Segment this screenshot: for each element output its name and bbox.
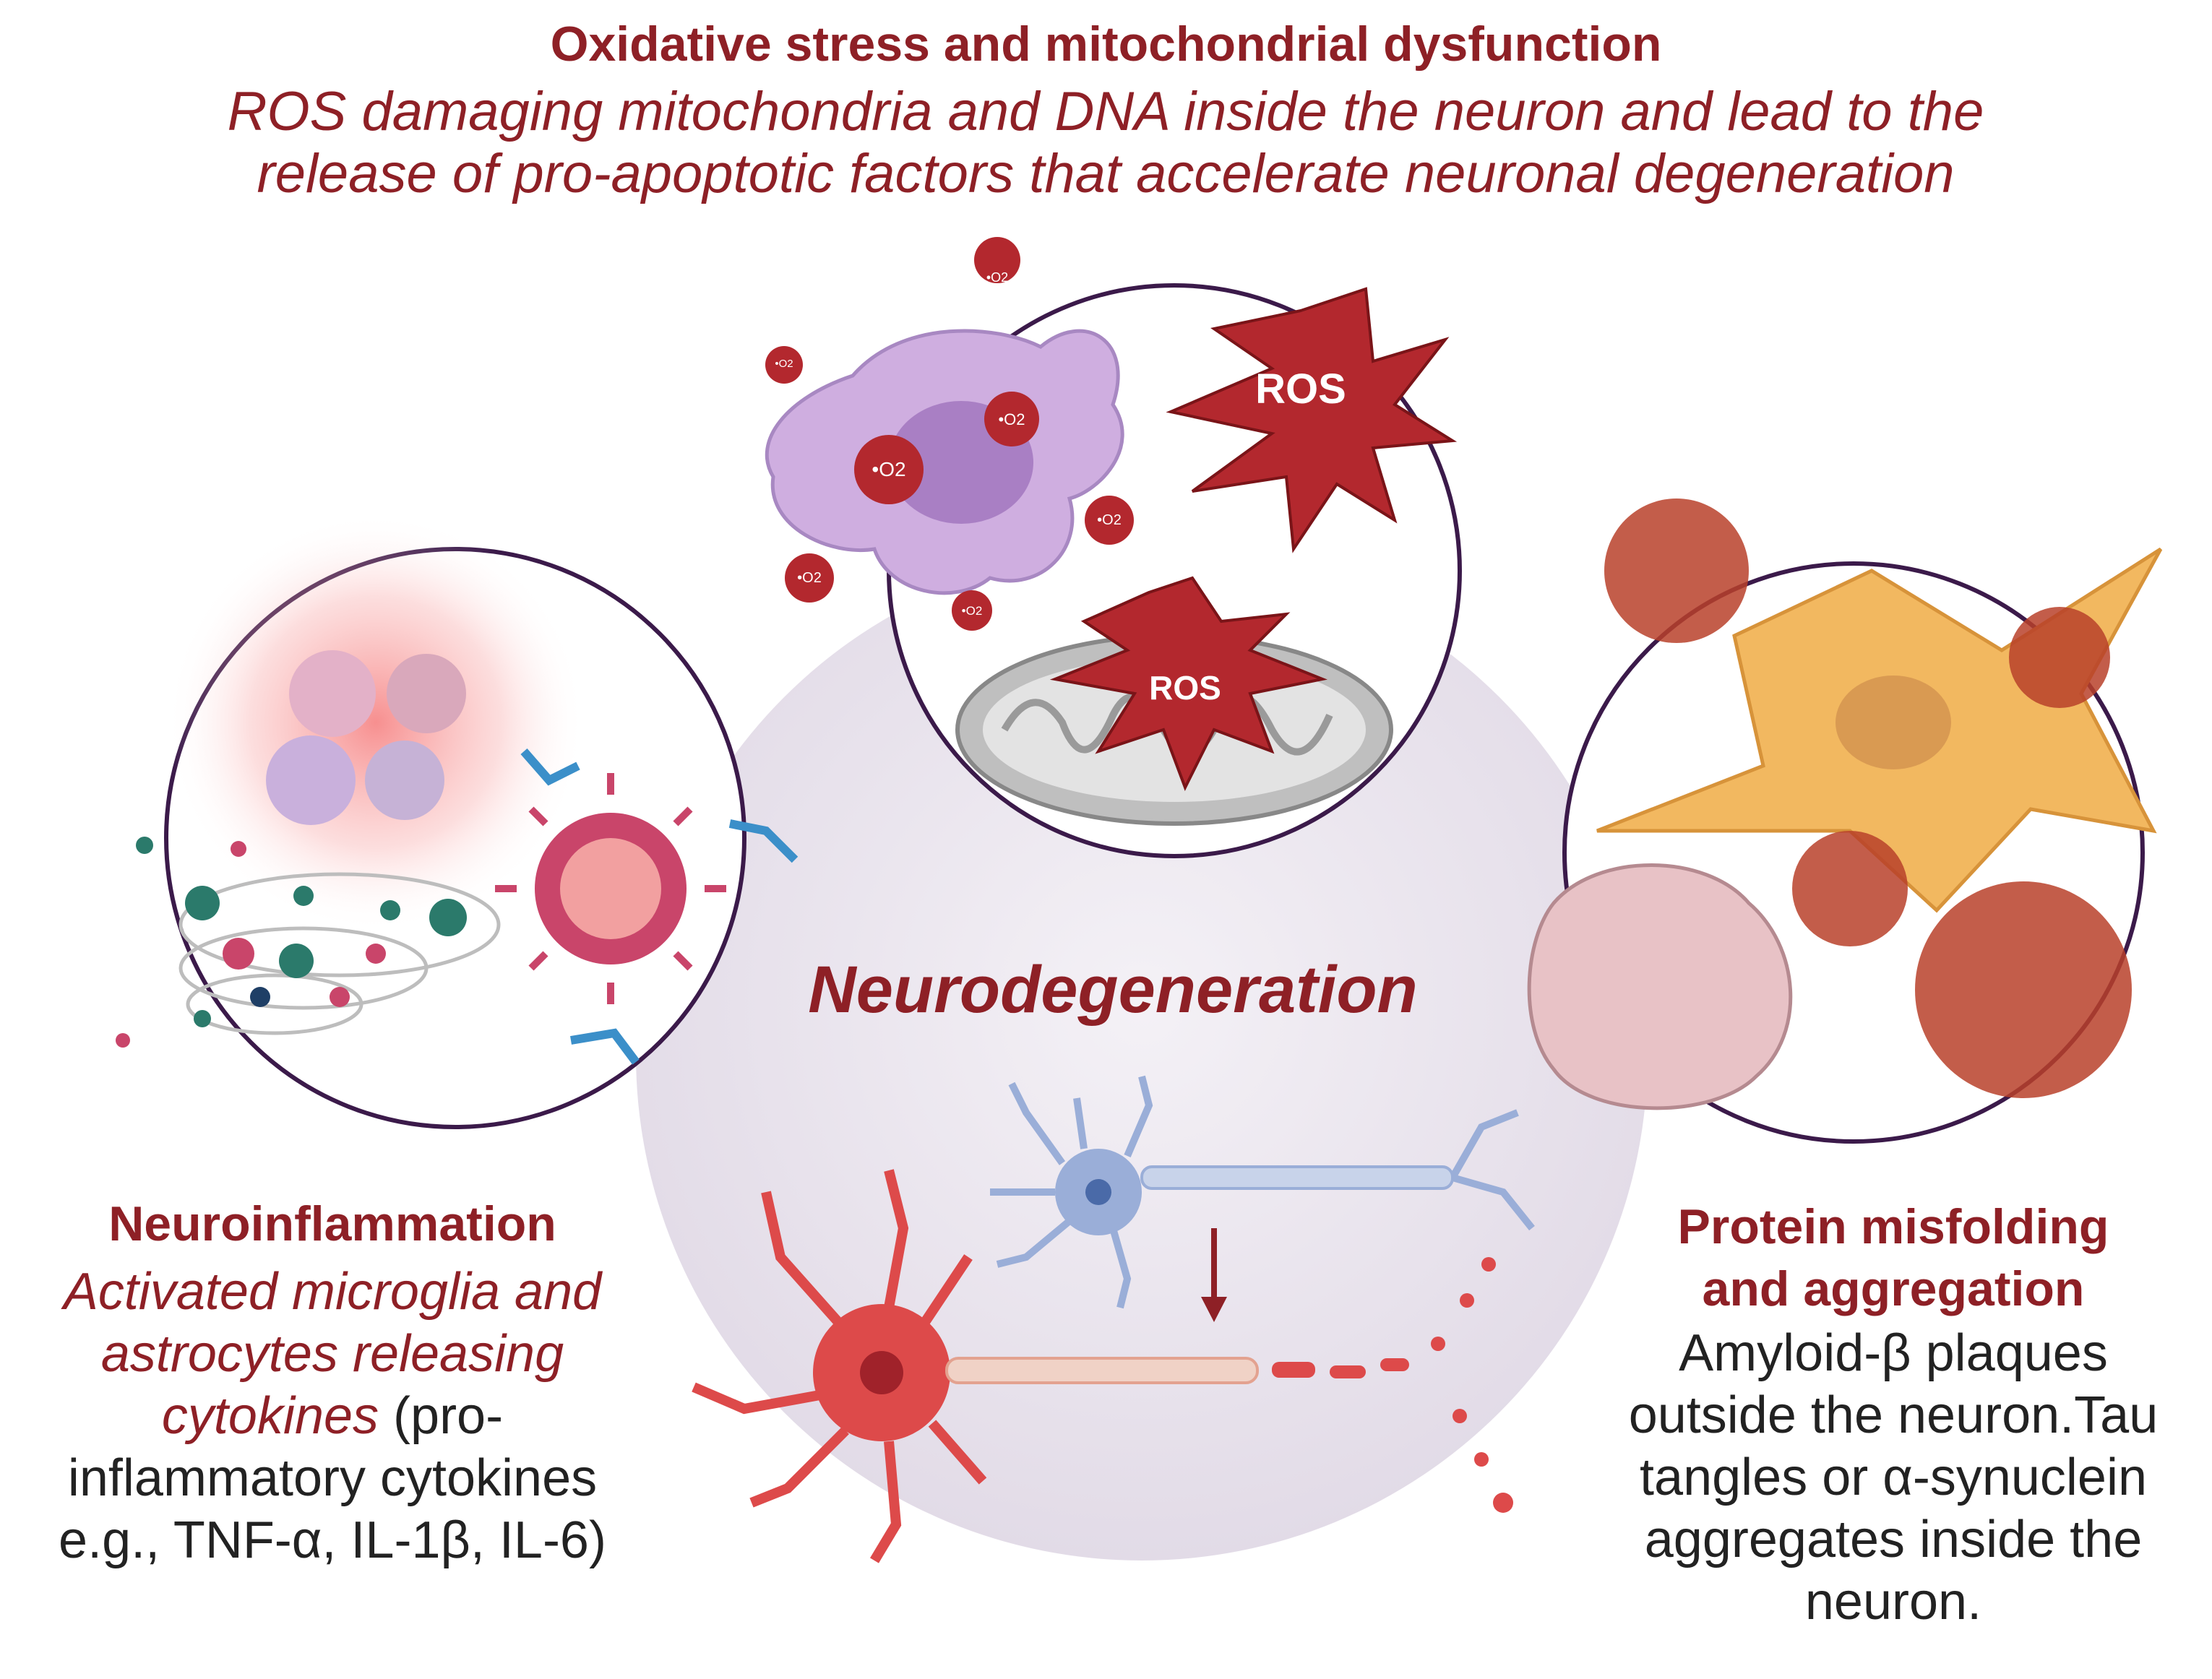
ros-label-large: ROS — [1255, 366, 1346, 413]
neurodegeneration-label: Neurodegeneration — [808, 953, 1418, 1027]
superoxide-label: •O2 — [1097, 512, 1122, 528]
astrocyte-nucleus — [1836, 676, 1951, 769]
oxidative-stress-description: ROS damaging mitochondria and DNA inside… — [130, 81, 2081, 205]
protein-desc-line: Amyloid-β plaques — [1679, 1324, 2108, 1382]
immune-cell-1 — [289, 650, 376, 737]
antibodies — [520, 748, 799, 1065]
virus-particle — [495, 773, 726, 1004]
protein-aggregates — [1604, 498, 2132, 1098]
degeneration-arrow — [1201, 1228, 1227, 1322]
immune-cell-2 — [387, 654, 466, 733]
superoxide-label: •O2 — [872, 458, 906, 480]
cytokines-italic: cytokines — [161, 1387, 379, 1445]
oxidative-stress-title: Oxidative stress and mitochondrial dysfu… — [550, 17, 1662, 72]
superoxide-bursts — [765, 237, 1134, 631]
inflammation-circle — [116, 513, 799, 1129]
protein-desc-line: neuron. — [1804, 1573, 1982, 1631]
inflammation-desc-line: inflammatory cytokines — [67, 1449, 598, 1507]
protein-circle — [1527, 498, 2163, 1144]
immune-cell-4 — [365, 741, 444, 820]
protein-misfolding-title: Protein misfolding and aggregation — [1575, 1196, 2211, 1320]
superoxide-label: •O2 — [797, 570, 822, 586]
superoxide-label: •O2 — [986, 270, 1009, 285]
inflammation-desc-line: e.g., TNF-α, IL-1β, IL-6) — [59, 1511, 606, 1569]
inflammation-desc-line-mixed: cytokines (pro- — [14, 1385, 650, 1447]
cytokine-dots — [116, 837, 467, 1048]
immune-cell-3 — [266, 735, 356, 825]
protein-desc-line: outside the neuron.Tau — [1628, 1386, 2159, 1444]
healthy-neuron — [990, 1075, 1535, 1309]
superoxide-label: •O2 — [998, 410, 1025, 428]
superoxide-label: •O2 — [961, 604, 983, 618]
ros-star-large — [1166, 287, 1458, 553]
protein-desc-line: tangles or α-synuclein — [1640, 1449, 2147, 1506]
brain-section — [1527, 863, 1793, 1110]
degenerating-neuron — [692, 1169, 1513, 1563]
protein-misfolding-description: Amyloid-β plaques outside the neuron.Tau… — [1575, 1322, 2211, 1633]
cytokine-swirl — [178, 872, 501, 1035]
inflammation-desc-line: astrocytes releasing — [100, 1325, 564, 1383]
inflammation-desc-line: Activated microglia and — [63, 1263, 602, 1321]
cytokines-plain: (pro- — [379, 1387, 504, 1445]
ros-label-mito: ROS — [1149, 669, 1221, 707]
protein-title-line: and aggregation — [1702, 1261, 2085, 1316]
protein-title-line: Protein misfolding — [1677, 1199, 2109, 1254]
ros-star-mito — [1049, 576, 1327, 791]
protein-desc-line: aggregates inside the — [1644, 1511, 2143, 1568]
oxidative-desc-line: ROS damaging mitochondria and DNA inside… — [227, 81, 1984, 142]
oxidative-desc-line: release of pro-apoptotic factors that ac… — [257, 143, 1955, 204]
superoxide-label: •O2 — [775, 358, 793, 370]
oxidative-circle — [765, 237, 1462, 858]
neuroinflammation-description: Activated microglia and astrocytes relea… — [14, 1261, 650, 1571]
neuroinflammation-title: Neuroinflammation — [108, 1196, 556, 1251]
